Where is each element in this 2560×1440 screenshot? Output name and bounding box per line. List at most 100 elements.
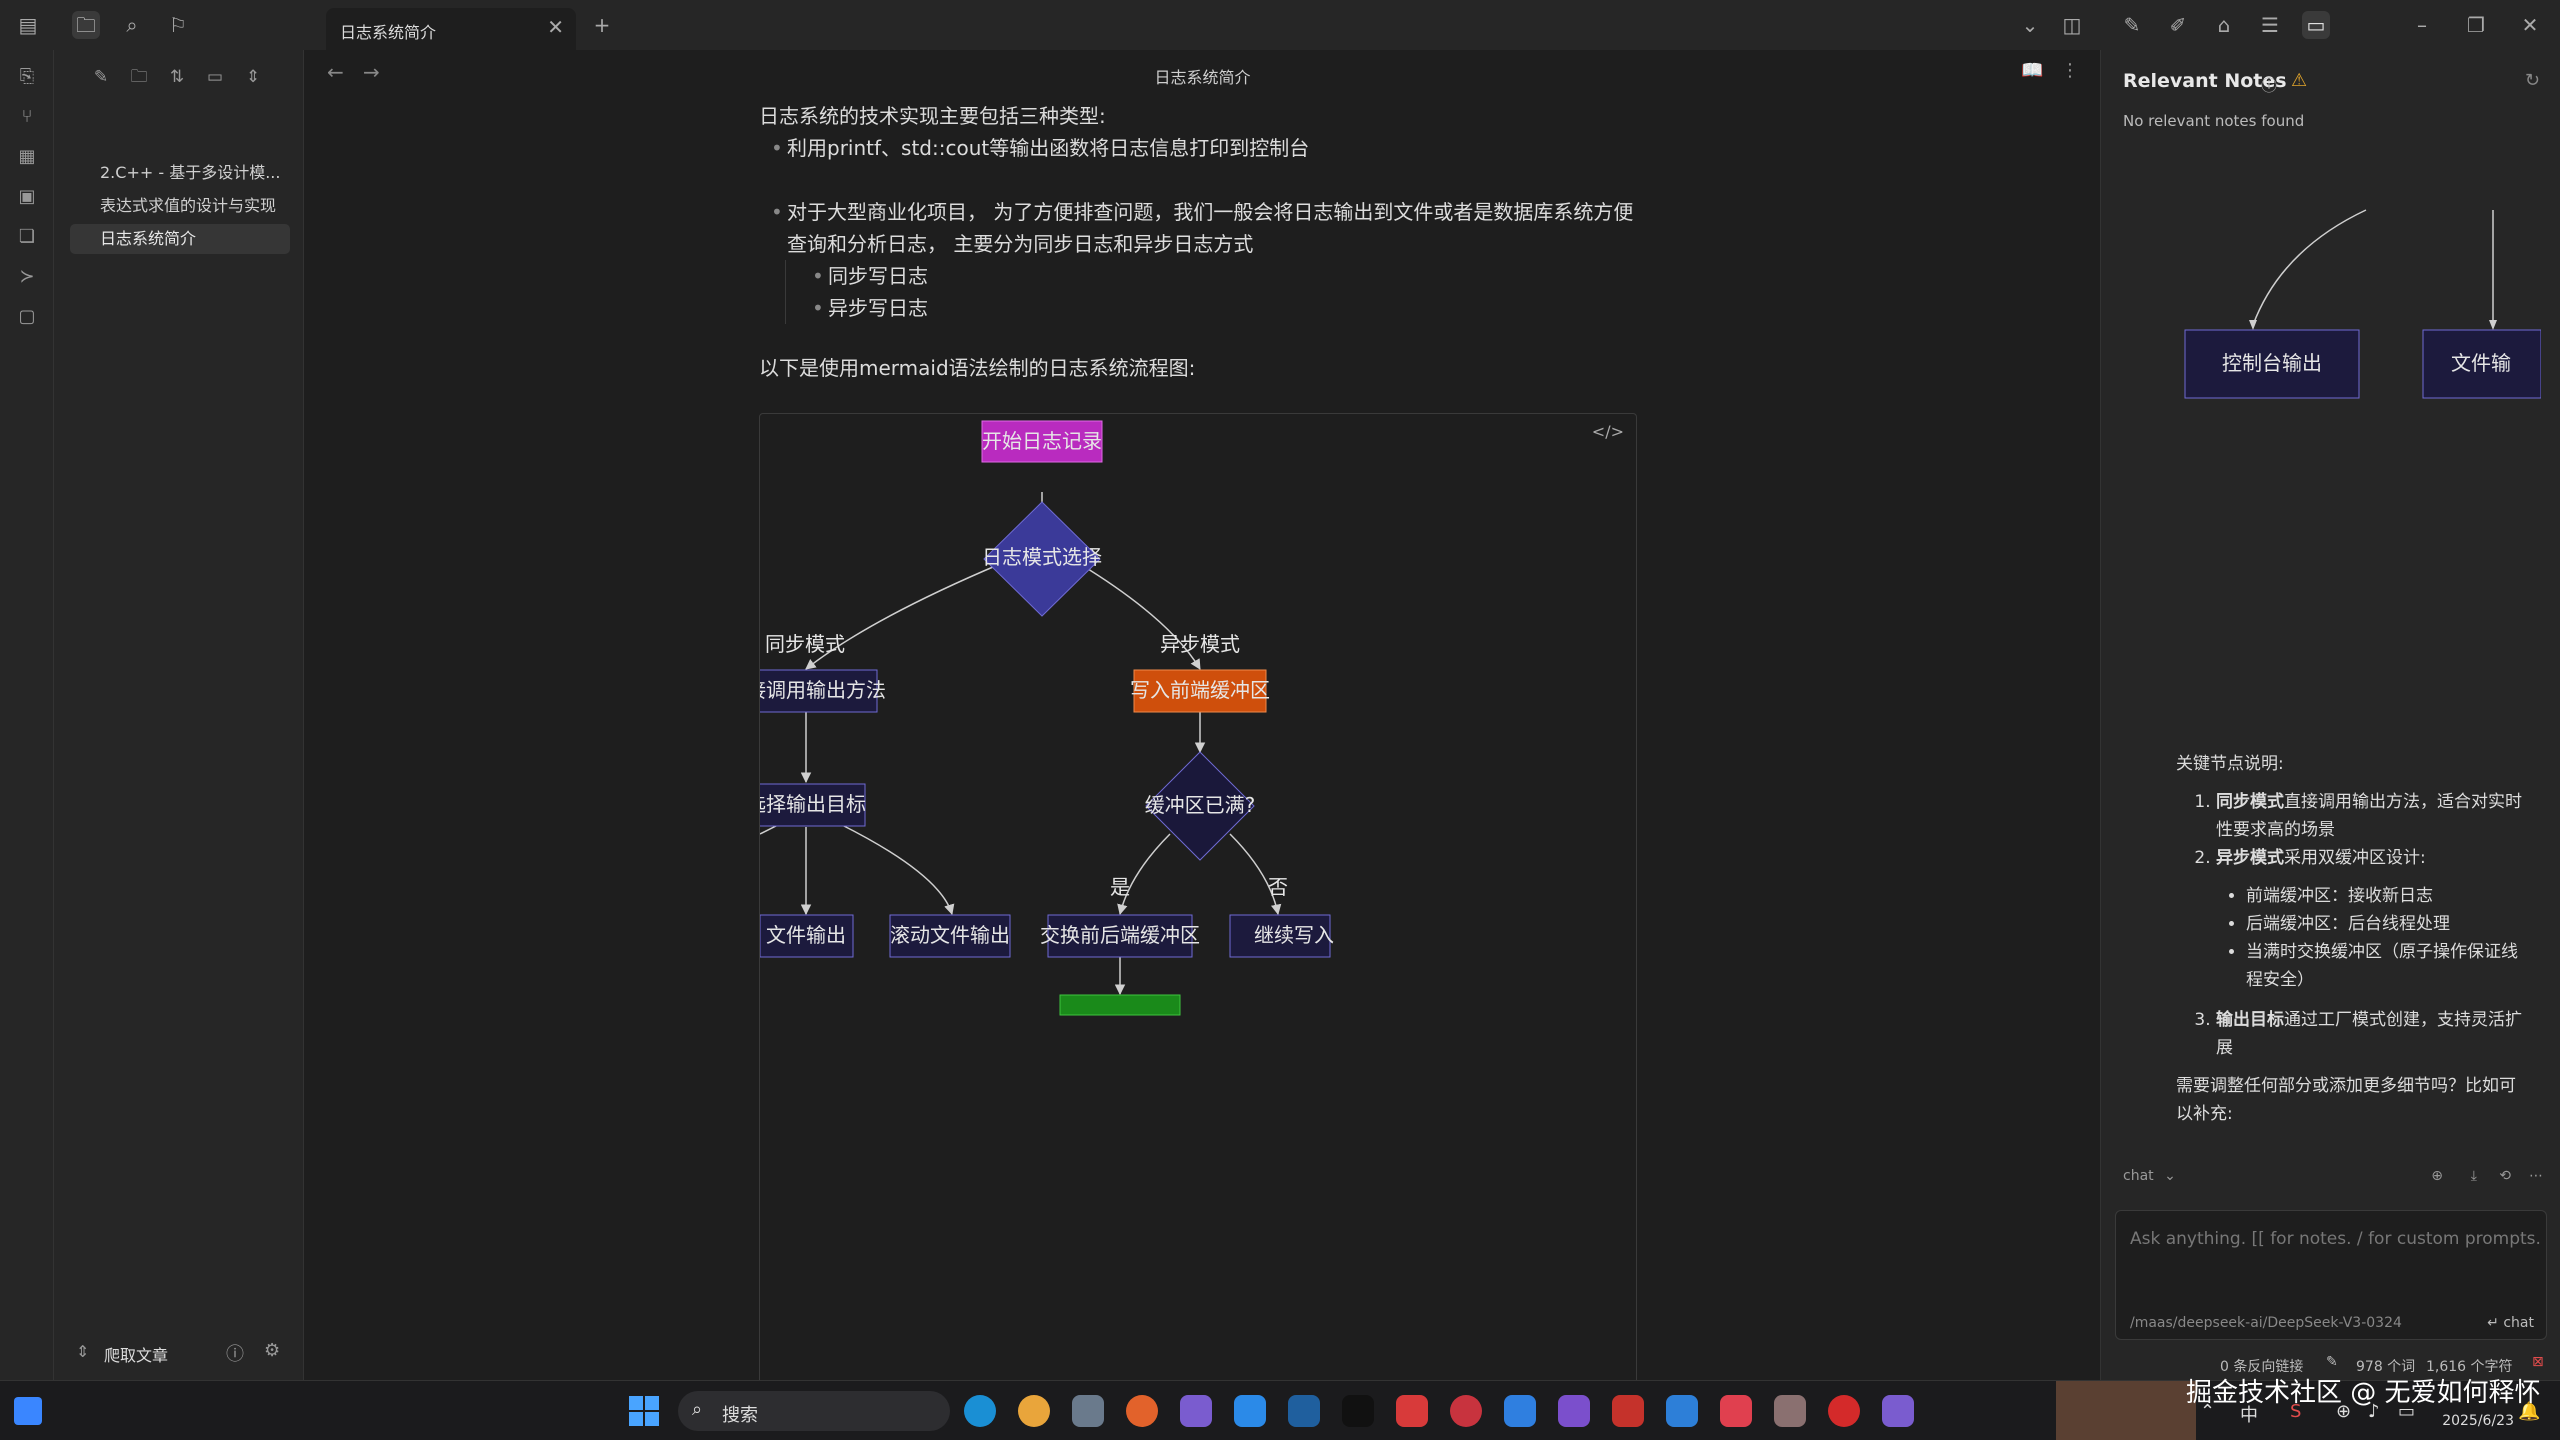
code-icon[interactable]: </>	[1591, 422, 1624, 441]
minimize-icon[interactable]: –	[2417, 13, 2427, 37]
info-icon[interactable]: ⓘ	[2261, 76, 2278, 95]
restore-icon[interactable]: ❐	[2467, 13, 2485, 37]
news-thumbnail[interactable]	[2056, 1381, 2196, 1440]
calendar-icon[interactable]: ▣	[18, 186, 36, 207]
comment-icon[interactable]: ▢	[18, 306, 36, 327]
sync-error-icon[interactable]: ⊠	[2532, 1354, 2544, 1370]
new-note-icon[interactable]: ✎	[93, 67, 109, 87]
open-quick-switcher-icon[interactable]: ⎘	[19, 66, 35, 87]
buffer-full-diamond	[1145, 751, 1255, 861]
vault-switch-icon[interactable]: ⇕	[76, 1342, 90, 1361]
settings-icon[interactable]: ⚙	[264, 1340, 281, 1361]
back-arrow-icon[interactable]: ←	[327, 60, 344, 84]
reading-mode-icon[interactable]: 📖	[2021, 60, 2044, 81]
sidebar-toggle-icon[interactable]: ▤	[18, 13, 38, 37]
netease-music-icon[interactable]	[1828, 1395, 1860, 1427]
more-icon[interactable]: ⋯	[2529, 1168, 2543, 1184]
refresh-icon[interactable]: ↻	[2524, 70, 2540, 91]
chat-mode-select[interactable]: chat	[2123, 1168, 2154, 1184]
bookmark-icon[interactable]: ⚐	[169, 13, 187, 37]
new-tab-button[interactable]: +	[593, 13, 611, 37]
auto-reveal-icon[interactable]: ▭	[206, 67, 224, 87]
app-icon[interactable]	[1720, 1395, 1752, 1427]
list-item: 同步写日志	[785, 260, 1639, 292]
chevron-down-icon[interactable]: ⌄	[2164, 1168, 2176, 1184]
ime-icon[interactable]: 中	[2240, 1405, 2258, 1426]
chat-toolbar: chat ⌄ ⊕ ⤓ ⟲ ⋯	[2123, 1168, 2543, 1192]
sort-icon[interactable]: ⇅	[169, 67, 185, 87]
preview-node-label: 控制台输出	[2222, 351, 2322, 375]
forward-arrow-icon[interactable]: →	[363, 60, 380, 84]
send-button[interactable]: ↵ chat	[2487, 1315, 2534, 1331]
right-sidebar-toggle-icon[interactable]: ◫	[2062, 13, 2082, 37]
wps-icon[interactable]	[1612, 1395, 1644, 1427]
select-target-label: 选择输出目标	[760, 792, 866, 816]
tag-icon[interactable]: ⌂	[2217, 13, 2231, 37]
backlinks-count[interactable]: 0 条反向链接	[2220, 1359, 2304, 1375]
history-icon[interactable]: ⟲	[2499, 1168, 2511, 1184]
taskbar-search[interactable]: ⌕ 搜索	[678, 1391, 950, 1431]
app-icon[interactable]	[1288, 1395, 1320, 1427]
search-icon[interactable]: ⌕	[126, 13, 138, 37]
file-item[interactable]: 2.C++ - 基于多设计模...	[100, 163, 281, 182]
file-output-node	[760, 914, 854, 958]
chevron-down-icon[interactable]: ⌄	[2021, 13, 2039, 37]
tab-active[interactable]: 日志系统简介 ✕	[326, 8, 576, 50]
plugin-icon-2[interactable]: ✐	[2169, 13, 2187, 37]
app-icon[interactable]	[1396, 1395, 1428, 1427]
help-icon[interactable]: ⓘ	[226, 1344, 244, 1365]
chat-icon[interactable]: ▭	[2302, 11, 2330, 39]
firefox-icon[interactable]	[1126, 1395, 1158, 1427]
outline-icon[interactable]: ☰	[2261, 13, 2279, 37]
volume-icon[interactable]: ♪	[2368, 1401, 2380, 1422]
templates-icon[interactable]: ❏	[18, 226, 36, 247]
app-icon[interactable]	[1342, 1395, 1374, 1427]
collapse-all-icon[interactable]: ⇕	[245, 67, 261, 87]
app-icon[interactable]	[1774, 1395, 1806, 1427]
terminal-icon[interactable]: ≻	[19, 266, 35, 287]
model-select[interactable]: /maas/deepseek-ai/DeepSeek-V3-0324	[2130, 1315, 2402, 1331]
file-item-active[interactable]: 日志系统简介	[70, 224, 290, 254]
list-item: 当满时交换缓冲区（原子操作保证线程安全）	[2246, 938, 2526, 994]
more-options-icon[interactable]: ⋮	[2061, 60, 2079, 81]
widgets-icon[interactable]	[14, 1397, 42, 1425]
search-icon: ⌕	[692, 1399, 703, 1420]
list-item: 后端缓冲区：后台线程处理	[2246, 910, 2526, 938]
tray-app-icon[interactable]: S	[2290, 1401, 2302, 1422]
mermaid-diagram[interactable]: </> 开始日志记录	[759, 413, 1637, 1380]
file-item[interactable]: 表达式求值的设计与实现	[100, 196, 277, 215]
graph-view-icon[interactable]: ⑂	[21, 106, 33, 127]
close-tab-icon[interactable]: ✕	[547, 15, 564, 39]
ribbon: ⎘ ⑂ ▦ ▣ ❏ ≻ ▢	[0, 50, 54, 1380]
app-avatar-icon[interactable]	[1072, 1395, 1104, 1427]
obsidian-icon[interactable]	[1180, 1395, 1212, 1427]
tray-chevron-icon[interactable]: ⌃	[2200, 1401, 2216, 1422]
edit-icon[interactable]: ✎	[2326, 1354, 2338, 1370]
obsidian-icon[interactable]	[1882, 1395, 1914, 1427]
app-icon[interactable]	[1450, 1395, 1482, 1427]
edge-label-sync: 同步模式	[765, 632, 845, 656]
app-icon[interactable]	[1504, 1395, 1536, 1427]
edge	[2252, 209, 2367, 326]
chrome-icon[interactable]	[1018, 1395, 1050, 1427]
file-explorer-icon[interactable]: 🗀	[72, 11, 100, 39]
file-output-label: 文件输出	[766, 923, 846, 947]
plugin-icon-1[interactable]: ✎	[2123, 13, 2141, 37]
visual-studio-icon[interactable]	[1558, 1395, 1590, 1427]
new-folder-icon[interactable]: 🗀	[130, 67, 148, 87]
windows-start-icon[interactable]	[628, 1395, 660, 1427]
clock-date[interactable]: 2025/6/23	[2442, 1413, 2514, 1429]
battery-icon[interactable]: ▭	[2398, 1401, 2416, 1422]
network-icon[interactable]: ⊕	[2336, 1401, 2352, 1422]
chat-input[interactable]: Ask anything. [[ for notes. / for custom…	[2115, 1210, 2547, 1340]
vault-name[interactable]: 爬取文章	[104, 1346, 169, 1365]
warning-icon[interactable]: ⚠	[2291, 70, 2308, 91]
vscode-icon[interactable]	[1234, 1395, 1266, 1427]
app-icon[interactable]	[1666, 1395, 1698, 1427]
close-window-icon[interactable]: ✕	[2521, 13, 2539, 37]
edge-browser-icon[interactable]	[964, 1395, 996, 1427]
notification-icon[interactable]: 🔔	[2518, 1401, 2541, 1422]
canvas-icon[interactable]: ▦	[18, 146, 36, 167]
new-chat-icon[interactable]: ⊕	[2431, 1168, 2443, 1184]
save-chat-icon[interactable]: ⤓	[2470, 1168, 2477, 1184]
